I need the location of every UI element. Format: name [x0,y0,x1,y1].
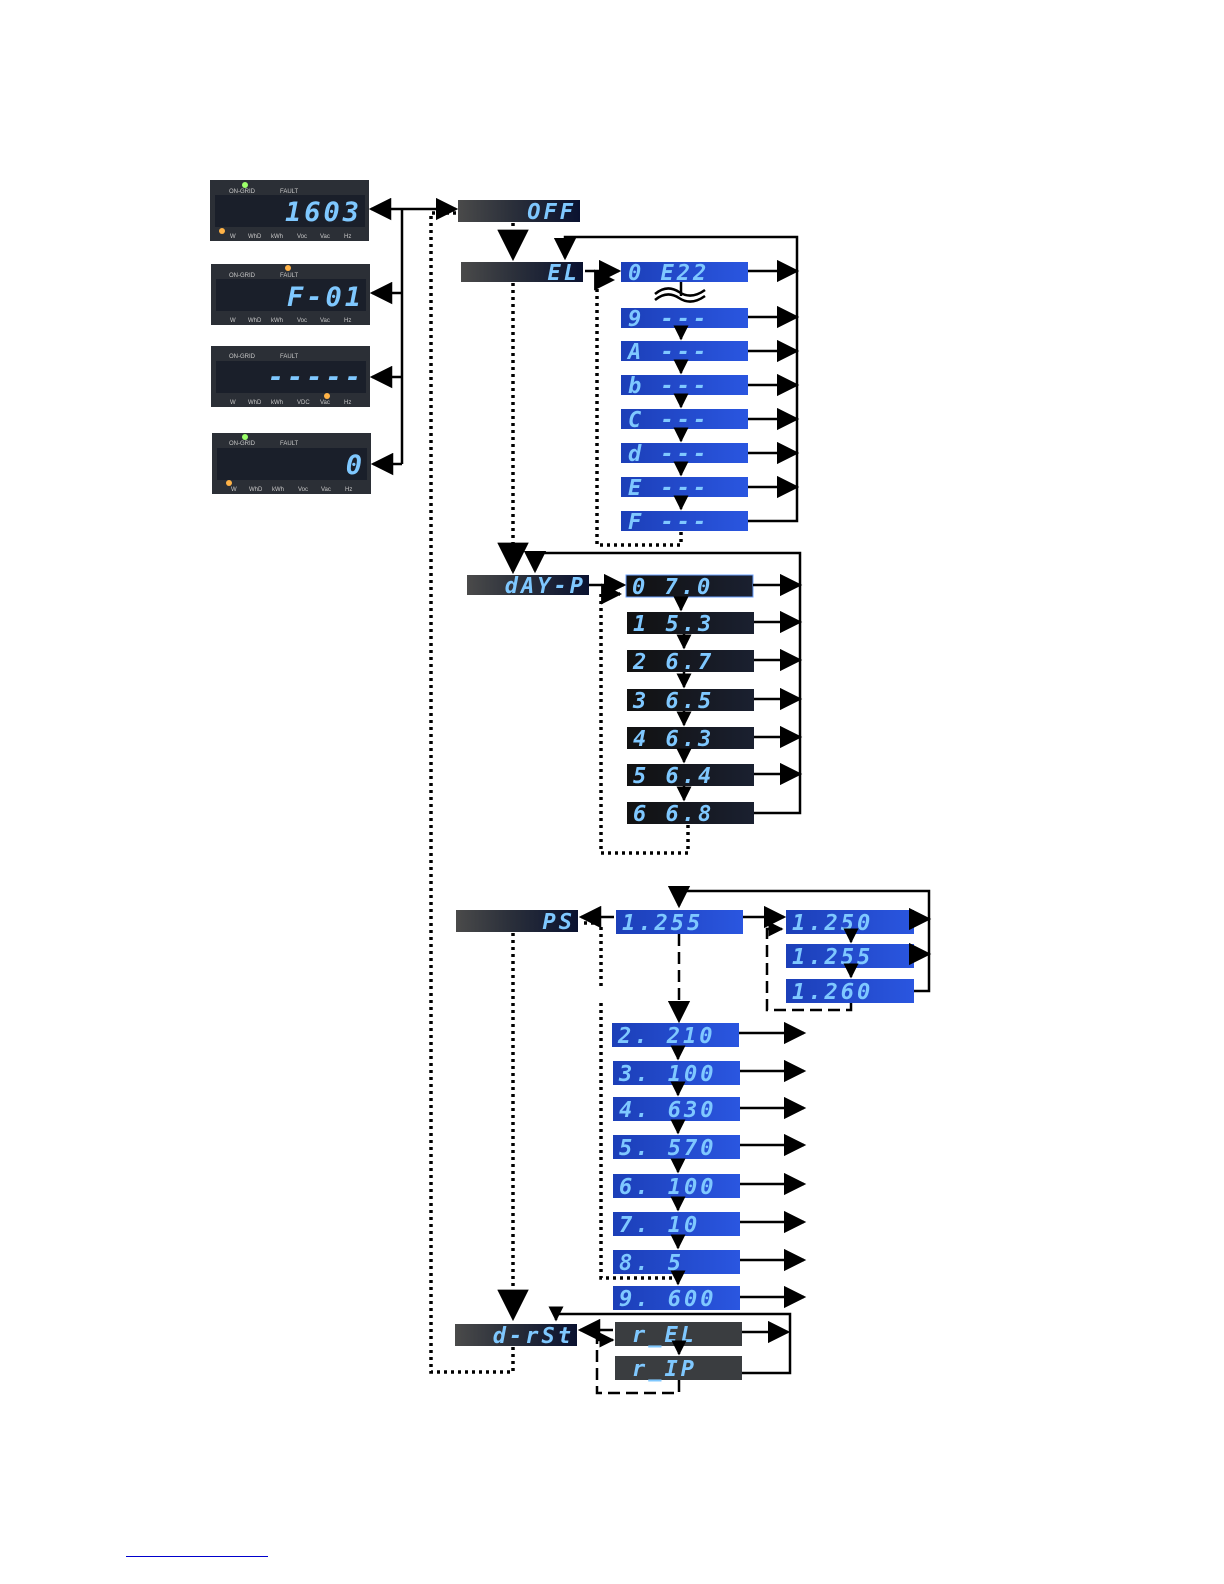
menu-d-rst-text: d-rSt [493,1324,574,1349]
day-item-6: 6 6.8 [633,802,714,827]
day-item-2: 2 6.7 [632,650,714,675]
fault-label: FAULT [280,441,299,447]
ps-sub-item-1: 1.255 [792,945,873,970]
unit-w-label: W [230,400,236,406]
ps-item-4: 5. 570 [619,1136,716,1161]
el-item-4: C --- [628,408,709,433]
ps-item-1: 2. 210 [617,1024,715,1049]
ps-item-0: 1.255 [622,911,703,936]
el-connectors [553,235,800,547]
unit-hz-label: Hz [344,318,351,324]
ps-sub-list: 1.250 1.255 1.260 [786,910,914,1005]
rst-connectors [548,1306,792,1395]
unit-hz-label: Hz [344,400,351,406]
unit-w-label: W [231,487,237,493]
rst-item-1: r_IP [632,1357,697,1382]
ps-item-8: 9. 600 [619,1287,716,1312]
unit-voc-label: Voc [297,234,307,240]
day-item-5: 5 6.4 [633,764,714,789]
day-connectors [523,550,803,855]
status-panel-3: ON-GRID FAULT ----- W WhD kWh VDC Vac Hz [211,346,370,407]
el-item-6: E --- [628,476,709,501]
unit-whd-label: WhD [249,487,263,493]
el-item-3: b --- [628,374,709,399]
menu-day-p-display: dAY-P [467,574,589,599]
menu-off-text: OFF [527,200,576,225]
menu-off-display: OFF [458,200,580,225]
unit-whd-label: WhD [248,400,262,406]
menu-ps-text: PS [543,910,576,935]
day-item-1: 1 5.3 [633,612,714,637]
unit-whd-label: WhD [248,318,262,324]
ps-sub-item-2: 1.260 [792,980,873,1005]
unit-voc-label: Voc [297,318,307,324]
menu-day-p-text: dAY-P [505,574,586,599]
unit-vdc-label: VDC [297,400,310,406]
status-panel-1: ON-GRID FAULT 1603 W WhD kWh Voc Vac Hz [210,180,369,241]
on-grid-label: ON-GRID [229,273,256,279]
unit-w-label: W [230,234,236,240]
unit-voc-label: Voc [298,487,308,493]
unit-vac-label: Vac [321,487,331,493]
ps-connectors [578,885,932,1309]
unit-hz-label: Hz [345,487,352,493]
status-display-4: 0 [346,450,365,481]
status-panel-2: ON-GRID FAULT F-01 W WhD kWh Voc Vac Hz [211,264,370,325]
menu-el-text: EL [548,261,581,286]
el-item-5: d --- [628,442,709,467]
unit-vac-label: Vac [320,400,330,406]
unit-vac-label: Vac [320,234,330,240]
menu-d-rst-display: d-rSt [455,1324,577,1349]
ps-item-5: 6. 100 [619,1175,716,1200]
status-panel-4: ON-GRID FAULT 0 W WhD kWh Voc Vac Hz [212,433,371,494]
ps-sub-item-0: 1.250 [792,911,873,936]
unit-whd-label: WhD [248,234,262,240]
el-item-1: 9 --- [628,307,709,332]
menu-ps-display: PS [456,910,578,935]
status-bracket [368,197,459,476]
fault-label: FAULT [280,354,299,360]
rst-item-0: r_EL [632,1323,697,1348]
unit-kwh-label: kWh [271,318,283,324]
ps-item-3: 4. 630 [619,1098,716,1123]
fault-label: FAULT [280,189,299,195]
ps-item-6: 7. 10 [619,1213,700,1238]
unit-w-label: W [230,318,236,324]
unit-vac-label: Vac [320,318,330,324]
menu-el-display: EL [461,261,583,286]
unit-kwh-label: kWh [271,234,283,240]
ps-item-7: 8. 5 [619,1251,684,1276]
main-dotted-loop [429,211,529,1374]
status-display-2: F-01 [287,282,364,313]
day-item-3: 3 6.5 [632,689,714,714]
el-list: 0 E22 9 --- A --- b --- C --- d --- E --… [621,261,748,535]
unit-kwh-label: kWh [271,400,283,406]
el-item-7: F --- [628,510,709,535]
el-item-2: A --- [626,340,709,365]
unit-hz-label: Hz [344,234,351,240]
day-item-0: 0 7.0 [632,575,713,600]
status-display-1: 1603 [285,197,362,228]
el-item-0: 0 E22 [628,261,709,286]
ps-item-2: 3. 100 [618,1062,716,1087]
day-list: 0 7.0 1 5.3 2 6.7 3 6.5 4 6.3 5 6.4 6 6.… [625,574,754,827]
fault-label: FAULT [280,273,299,279]
footnote-rule [126,1556,268,1557]
on-grid-label: ON-GRID [229,189,256,195]
ps-main-list: 1.255 2. 210 3. 100 4. 630 5. 570 6. 100… [612,910,743,1312]
on-grid-label: ON-GRID [229,441,256,447]
day-item-4: 4 6.3 [633,727,714,752]
unit-kwh-label: kWh [272,487,284,493]
status-display-3: ----- [268,362,364,393]
on-grid-label: ON-GRID [229,354,256,360]
